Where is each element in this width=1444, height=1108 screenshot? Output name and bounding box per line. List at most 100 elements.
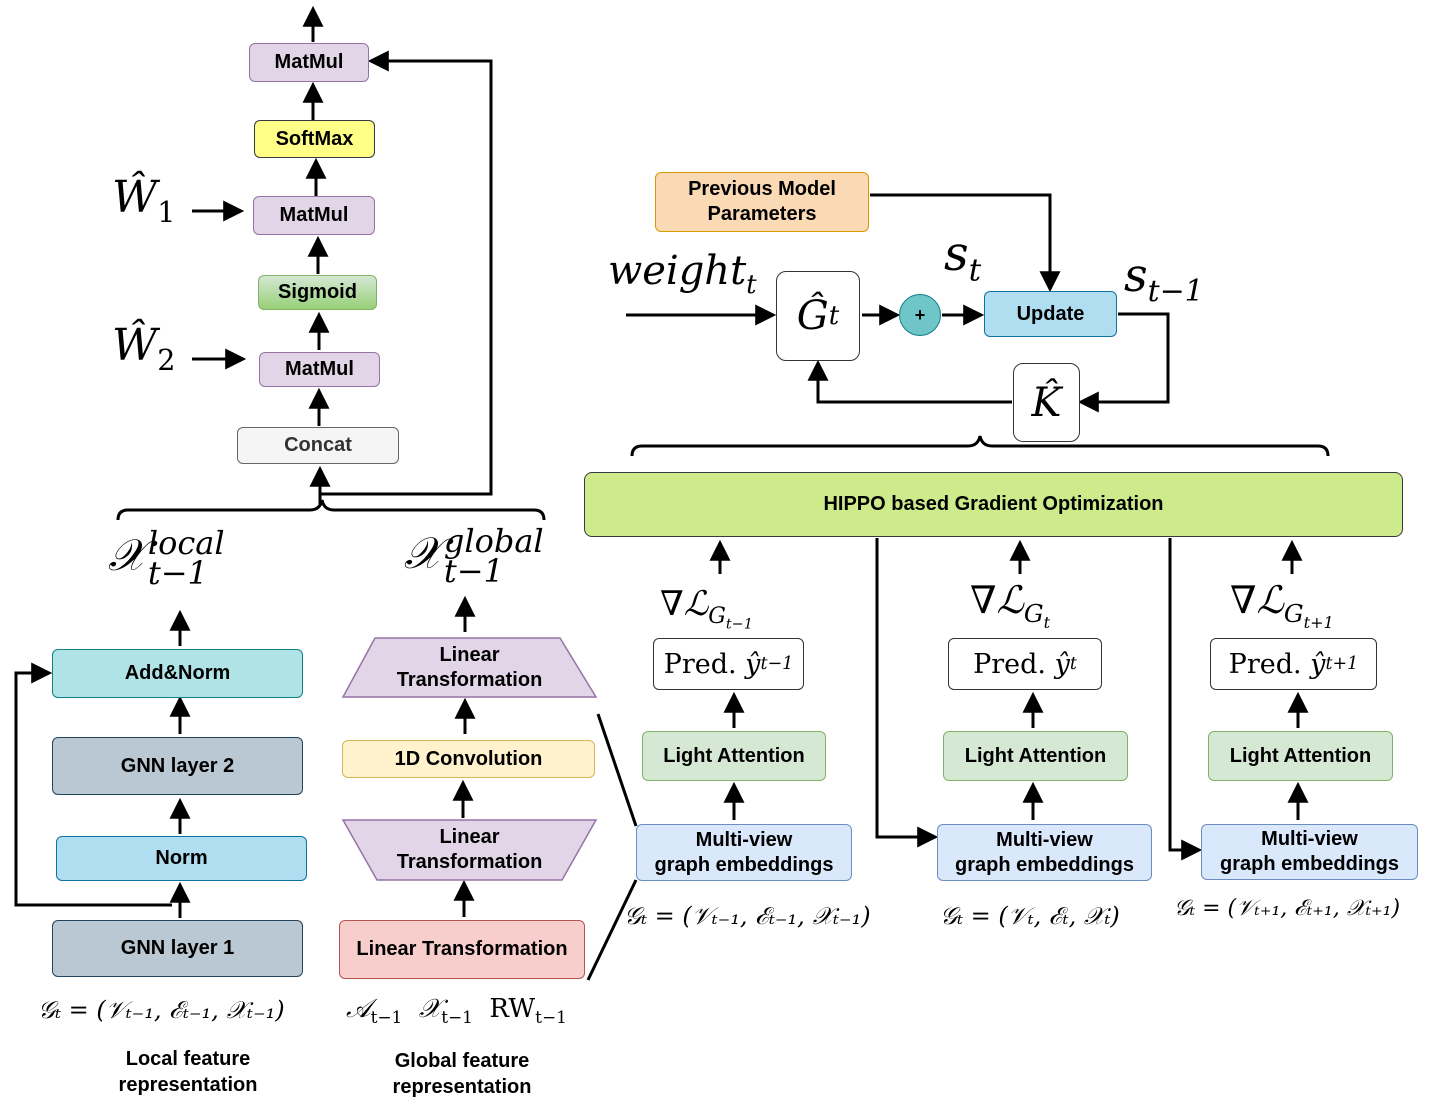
pred-col1-label: Pred. <box>663 648 737 680</box>
sigmoid-box: Sigmoid <box>258 275 377 310</box>
linear-transformation-bottom: Linear Transformation <box>339 920 585 979</box>
gnn-layer-1-label: GNN layer 1 <box>120 937 235 959</box>
softmax-box: SoftMax <box>254 120 375 158</box>
gnn-layer-2-box: GNN layer 2 <box>52 737 303 795</box>
s-t-sub: t <box>968 252 982 289</box>
s-t-symbol: st <box>944 226 981 289</box>
lt-mid-line2: Transformation <box>396 851 543 873</box>
input-rw: RW <box>489 994 536 1024</box>
update-box: Update <box>984 291 1117 337</box>
grad-col3-text: ∇ℒ <box>1230 578 1284 622</box>
k-hat-text: K̂ <box>1031 379 1062 426</box>
light-attention-col3: Light Attention <box>1208 731 1393 781</box>
x-local-superscript: local <box>147 524 225 562</box>
grad-col2-sub: G <box>1023 598 1044 628</box>
matmul-w1-box: MatMul <box>253 196 375 235</box>
grad-loss-col2: ∇ℒGt <box>970 578 1050 632</box>
pred-col3-label: Pred. <box>1228 648 1302 680</box>
local-caption-line1: Local feature <box>125 1048 251 1070</box>
local-input-graph: 𝒢ₜ = (𝒱ₜ₋₁, ℰₜ₋₁, 𝒳ₜ₋₁) <box>38 996 285 1024</box>
prev-params-line2: Parameters <box>707 203 817 225</box>
light-attention-col2-label: Light Attention <box>964 744 1107 767</box>
w2-hat-subscript: 2 <box>157 342 176 377</box>
update-label: Update <box>1016 302 1085 325</box>
emb-col2-line1: Multi-view <box>996 828 1093 851</box>
emb-col3-line1: Multi-view <box>1261 828 1358 850</box>
emb-col3-line2: graph embeddings <box>1220 853 1399 875</box>
local-caption: Local feature representation <box>88 1046 288 1098</box>
global-caption-line2: representation <box>392 1076 532 1098</box>
light-attention-col2: Light Attention <box>943 731 1128 781</box>
g-hat-sub: t <box>828 301 840 331</box>
k-hat-box: K̂ <box>1013 363 1080 442</box>
weight-sub: t <box>746 270 757 300</box>
light-attention-col1-label: Light Attention <box>663 744 805 767</box>
grad-col1-sub: G <box>708 602 726 629</box>
gnn-layer-2-label: GNN layer 2 <box>120 754 235 777</box>
matmul-w1-label: MatMul <box>279 204 349 226</box>
matmul-top-box: MatMul <box>249 43 369 82</box>
global-caption-line1: Global feature <box>394 1050 530 1072</box>
lt-top-line2: Transformation <box>396 668 543 691</box>
input-x: 𝒳 <box>418 994 442 1024</box>
grad-col3-sub: G <box>1283 598 1304 628</box>
pred-col1-y: ŷ <box>745 648 761 680</box>
matmul-w2-label: MatMul <box>285 358 354 380</box>
w2-hat-symbol: Ŵ2 <box>112 320 175 377</box>
lt-top-line1: Linear <box>439 643 500 666</box>
x-local-subscript: t−1 <box>147 554 208 593</box>
x-local-text: 𝒳 <box>108 529 146 581</box>
hippo-label: HIPPO based Gradient Optimization <box>823 493 1164 515</box>
global-caption: Global feature representation <box>362 1048 562 1100</box>
pred-col2-sub: t <box>1069 654 1077 674</box>
w1-hat-subscript: 1 <box>157 194 176 229</box>
input-x-sub: t−1 <box>441 1007 473 1028</box>
light-attention-col3-label: Light Attention <box>1229 744 1372 767</box>
graph-col1: 𝒢ₜ = (𝒱ₜ₋₁, ℰₜ₋₁, 𝒳ₜ₋₁) <box>624 902 871 930</box>
gnn-layer-1-box: GNN layer 1 <box>52 920 303 977</box>
graph-col3: 𝒢ₜ = (𝒱ₜ₊₁, ℰₜ₊₁, 𝒳ₜ₊₁) <box>1174 896 1401 921</box>
grad-loss-col3: ∇ℒGt+1 <box>1230 578 1334 632</box>
g-hat-text: Ĝ <box>796 293 829 339</box>
add-norm-box: Add&Norm <box>52 649 303 698</box>
light-attention-col1: Light Attention <box>642 731 826 781</box>
add-norm-label: Add&Norm <box>124 662 231 684</box>
grad-col2-text: ∇ℒ <box>970 578 1024 622</box>
w1-hat-text: Ŵ <box>112 172 158 223</box>
sigmoid-label: Sigmoid <box>278 281 357 303</box>
graph-col2: 𝒢ₜ = (𝒱ₜ, ℰₜ, 𝒳ₜ) <box>940 902 1120 930</box>
multiview-embeddings-col3: Multi-view graph embeddings <box>1201 824 1418 880</box>
s-t-text: s <box>944 226 969 282</box>
softmax-label: SoftMax <box>275 127 354 150</box>
input-a: 𝒜 <box>346 994 371 1024</box>
input-a-sub: t−1 <box>370 1007 403 1028</box>
plus-label: + <box>914 304 926 325</box>
norm-box: Norm <box>56 836 307 881</box>
conv1d-box: 1D Convolution <box>342 740 595 778</box>
conv1d-label: 1D Convolution <box>394 747 543 770</box>
grad-loss-col1: ∇ℒGt−1 <box>660 584 753 632</box>
grad-col1-subsub: t−1 <box>725 616 753 633</box>
pred-col3-sub: t+1 <box>1325 654 1359 674</box>
matmul-w2-box: MatMul <box>259 352 380 387</box>
plus-circle: + <box>899 294 941 336</box>
global-inputs: 𝒜t−1 𝒳t−1 RWt−1 <box>346 994 567 1027</box>
x-global-superscript: global <box>443 522 544 560</box>
norm-label: Norm <box>155 847 208 869</box>
emb-col2-line2: graph embeddings <box>955 853 1134 876</box>
s-prev-text: s <box>1124 248 1148 302</box>
hippo-optimization-box: HIPPO based Gradient Optimization <box>584 472 1403 537</box>
lt-mid-line1: Linear <box>439 826 500 848</box>
